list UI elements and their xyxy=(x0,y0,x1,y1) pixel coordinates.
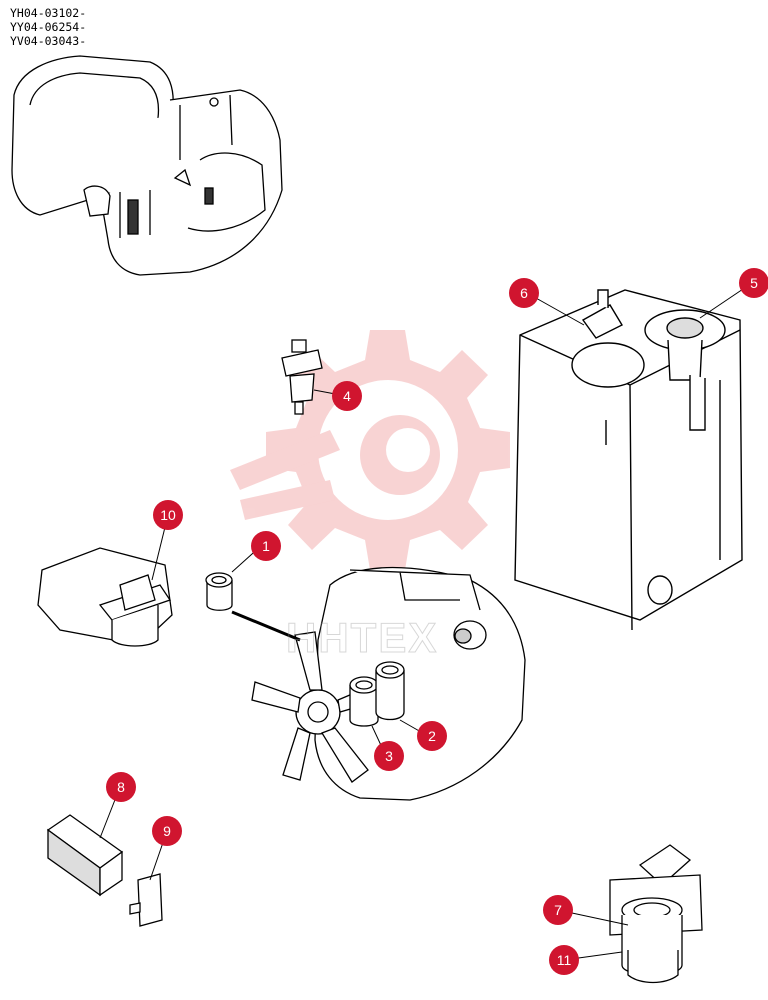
callout-9[interactable]: 9 xyxy=(152,816,182,846)
callout-label: 2 xyxy=(428,728,436,744)
callout-label: 10 xyxy=(160,507,176,523)
pilot-filter-part xyxy=(37,547,173,647)
serial-number: YH04-03102- xyxy=(10,6,87,20)
engine-assembly-part xyxy=(251,566,526,801)
oil-filter-part xyxy=(375,661,405,721)
machine-upper-structure xyxy=(11,55,283,276)
callout-8[interactable]: 8 xyxy=(106,772,136,802)
callout-2[interactable]: 2 xyxy=(417,721,447,751)
callout-10[interactable]: 10 xyxy=(153,500,183,530)
callout-label: 9 xyxy=(163,823,171,839)
callout-label: 6 xyxy=(520,285,528,301)
callout-11[interactable]: 11 xyxy=(549,945,579,975)
fuel-cartridge-part xyxy=(349,676,379,727)
callout-label: 8 xyxy=(117,779,125,795)
small-filter-part xyxy=(205,572,301,642)
callout-label: 5 xyxy=(750,275,758,291)
air-filter-element-part xyxy=(46,814,124,897)
callout-1[interactable]: 1 xyxy=(251,531,281,561)
callout-6[interactable]: 6 xyxy=(509,278,539,308)
callout-5[interactable]: 5 xyxy=(739,268,768,298)
fuel-filter-part xyxy=(281,339,323,415)
hydraulic-tank-part xyxy=(514,289,743,631)
watermark-text: HHTEX xyxy=(286,614,438,661)
strainer-part xyxy=(129,873,163,927)
serial-number: YV04-03043- xyxy=(10,34,87,48)
callout-label: 11 xyxy=(557,952,572,968)
breather-assembly-part xyxy=(609,844,703,984)
callout-label: 4 xyxy=(343,388,351,404)
callout-label: 3 xyxy=(385,748,393,764)
callout-label: 7 xyxy=(554,902,562,918)
watermark-gear-logo xyxy=(230,330,510,570)
callout-label: 1 xyxy=(262,538,270,554)
serial-number: YY04-06254- xyxy=(10,20,87,34)
callout-3[interactable]: 3 xyxy=(374,741,404,771)
callout-7[interactable]: 7 xyxy=(543,895,573,925)
serial-number-list: YH04-03102- YY04-06254- YV04-03043- xyxy=(10,6,86,48)
callout-4[interactable]: 4 xyxy=(332,381,362,411)
